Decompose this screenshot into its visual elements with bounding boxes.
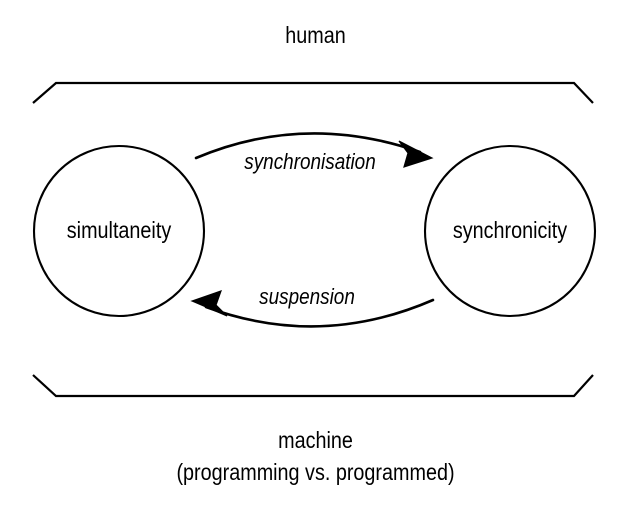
edge-arrow-top-curve: [194, 132, 422, 160]
group-label-machine-subtitle: (programming vs. programmed): [176, 459, 455, 485]
node-circle-synchronicity: [423, 144, 597, 318]
group-label-machine: machine: [278, 427, 353, 453]
edge-label-synchronisation: synchronisation: [244, 149, 376, 174]
edge-arrow-bottom-head: [190, 290, 228, 317]
node-circle-simultaneity: [32, 144, 206, 318]
edge-arrow-bottom-curve: [204, 298, 435, 328]
node-label-simultaneity: simultaneity: [66, 217, 172, 243]
edge-label-suspension: suspension: [259, 284, 355, 309]
edge-arrow-top-head: [398, 140, 434, 168]
bottom-brace: [32, 374, 594, 398]
node-label-synchronicity: synchronicity: [452, 217, 568, 243]
group-label-human: human: [285, 22, 346, 48]
top-brace: [32, 81, 594, 104]
